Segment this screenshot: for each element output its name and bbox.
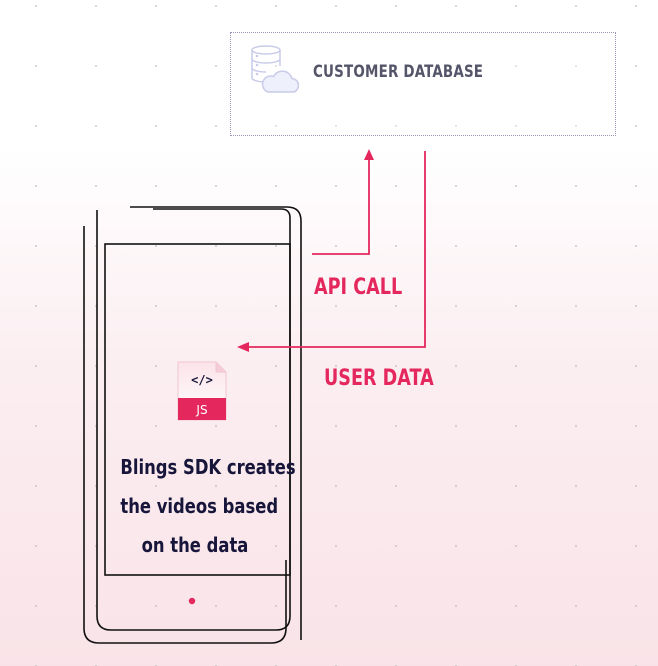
js-code-symbol: </> [191,373,213,387]
database-cloud-icon [251,45,300,93]
customer-database-label: CUSTOMER DATABASE [313,62,484,82]
user-data-arrowhead [237,342,249,352]
user-data-arrow-line [248,151,426,348]
sdk-caption: Blings SDK creates the videos based on t… [120,448,296,565]
user-data-label: USER DATA [324,366,434,391]
caption-line-3: on the data [141,533,249,557]
api-call-label: API CALL [314,275,403,300]
phone-outlines [83,206,302,644]
api-call-arrow-line [312,160,370,255]
caption-line-2: the videos based [120,494,279,518]
js-file-icon: </> JS [177,361,227,421]
caption-line-1: Blings SDK creates [120,455,296,479]
phone-outline-back [83,226,287,644]
phone-screen-frame [104,243,291,576]
phone-outline-right-edge [130,206,302,640]
phone-home-dot [188,597,196,605]
js-badge-label: JS [195,403,207,417]
api-call-arrowhead [364,149,374,160]
